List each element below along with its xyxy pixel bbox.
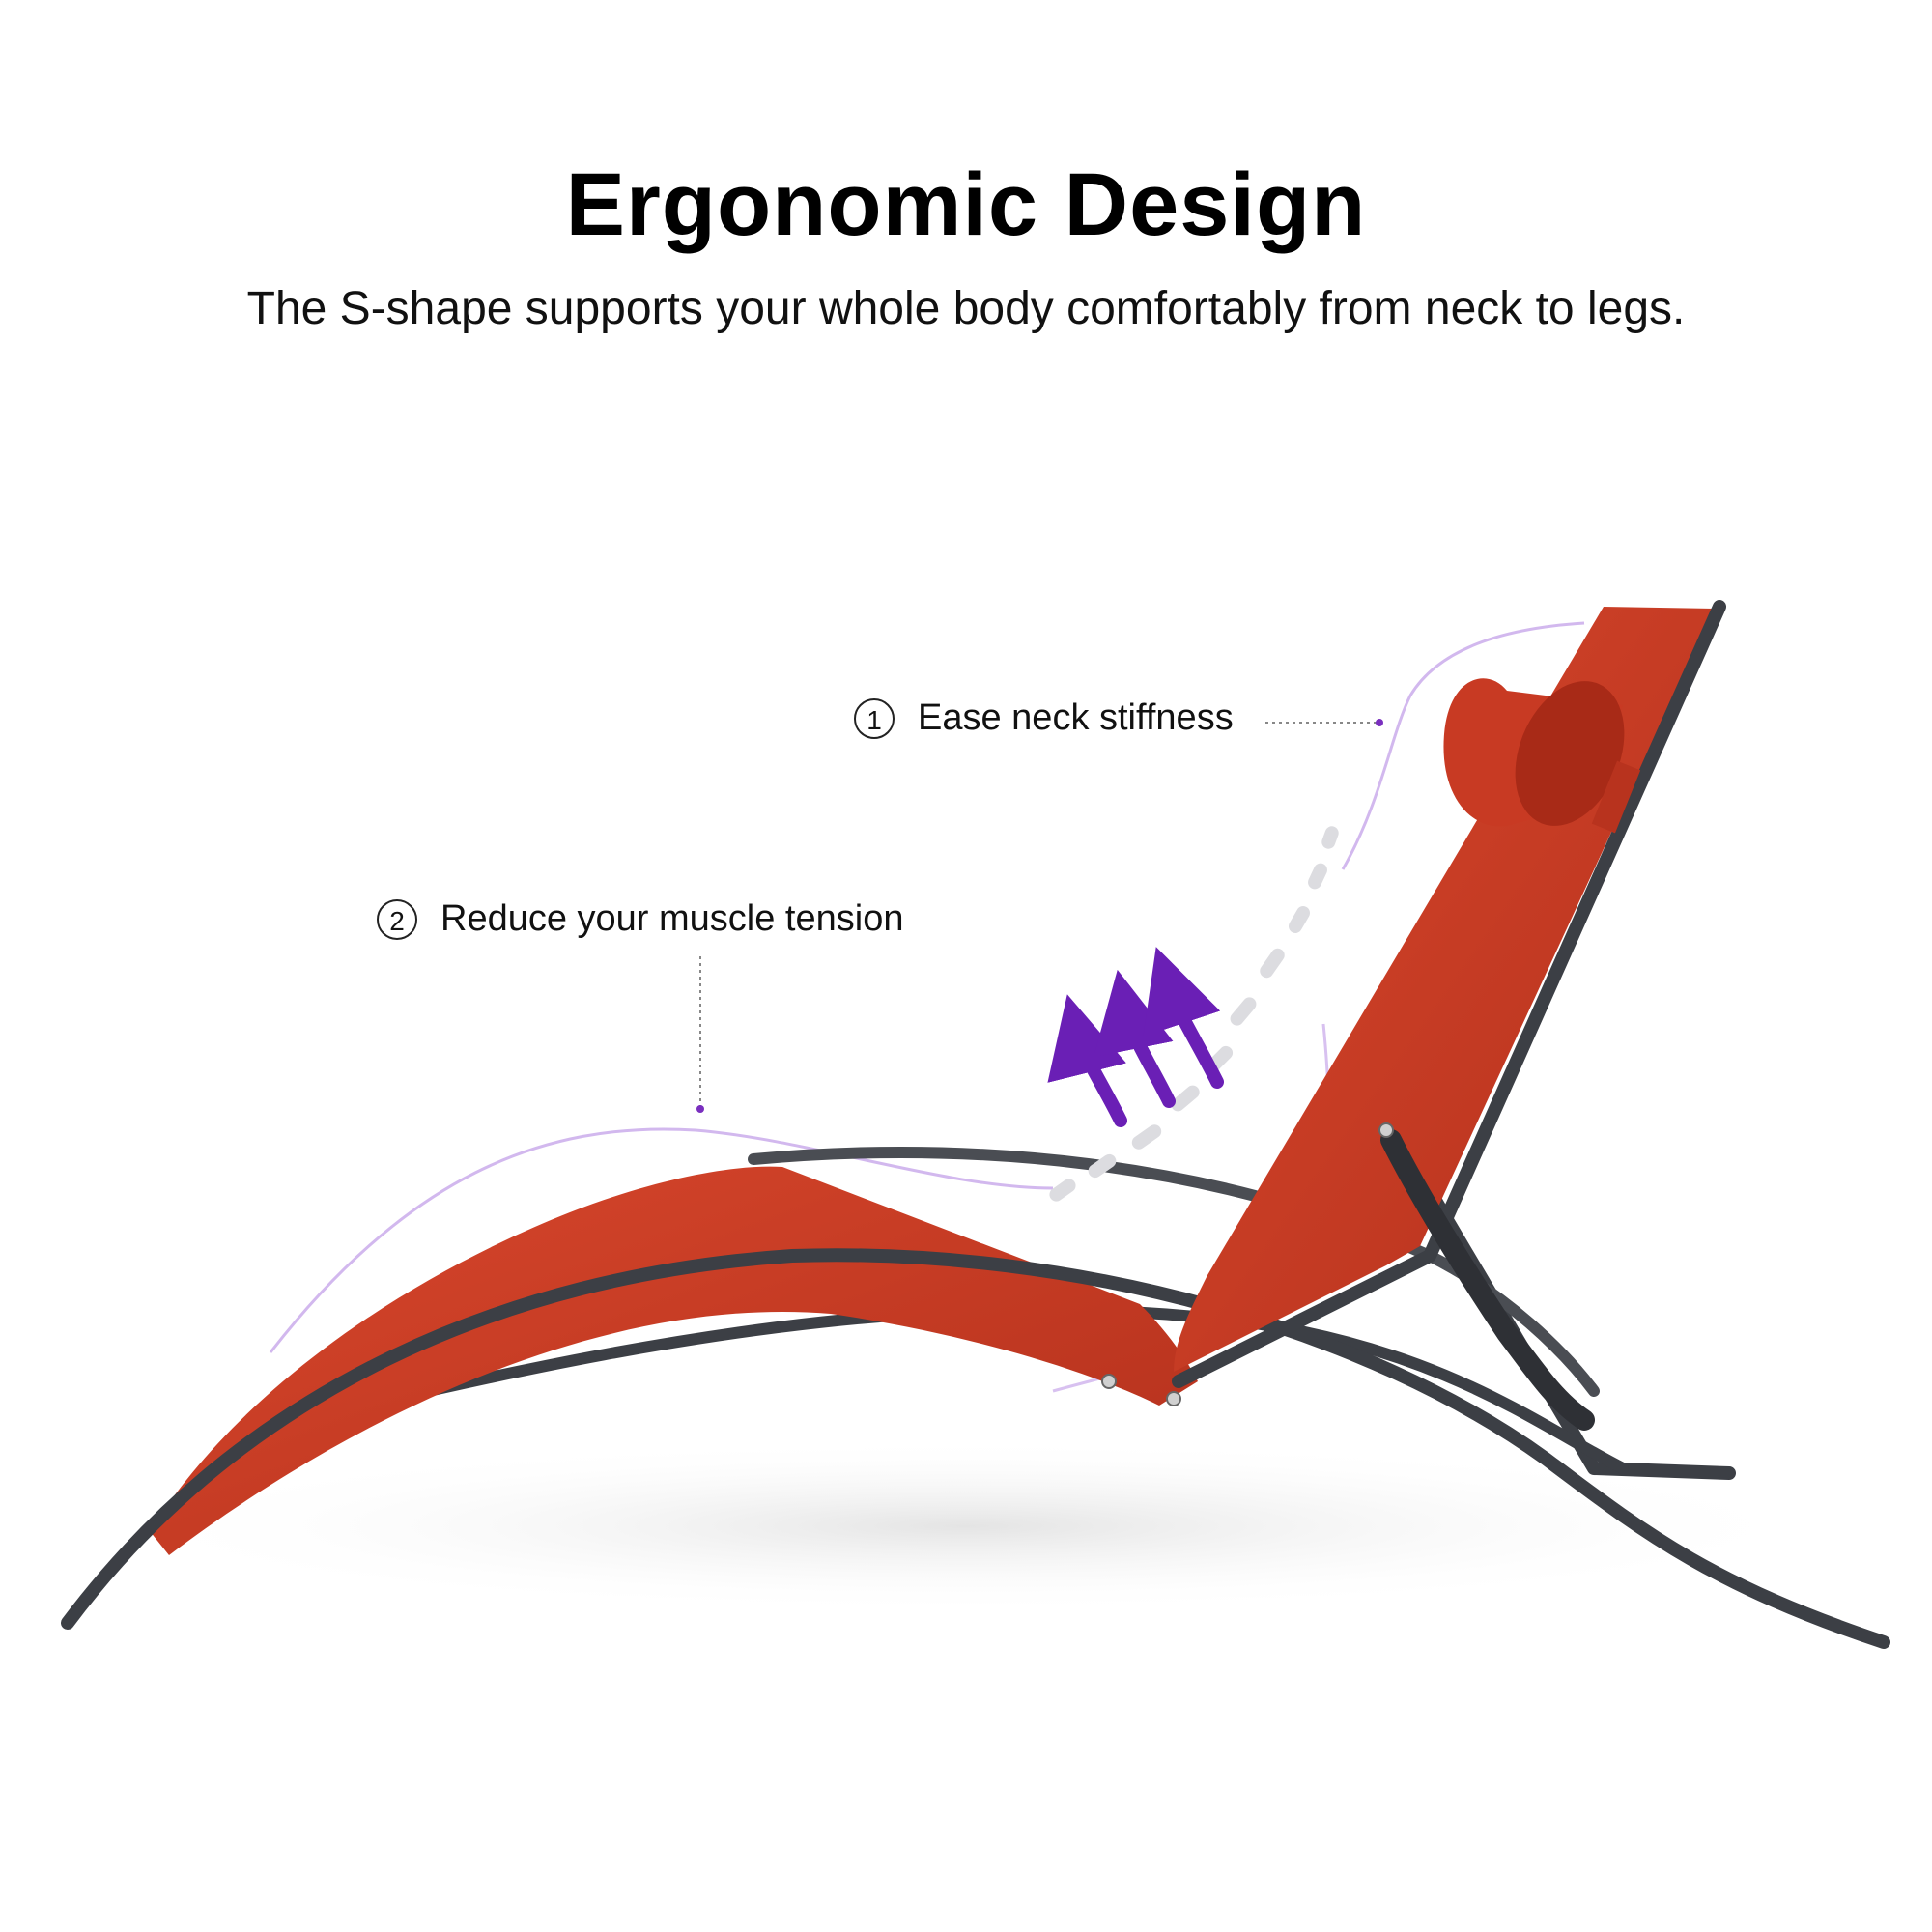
- frame-bolt: [1378, 1122, 1394, 1138]
- page-title: Ergonomic Design: [565, 156, 1367, 254]
- headrest-pillow: [1443, 678, 1641, 834]
- s-curve-glow-neck: [1341, 621, 1585, 870]
- callout-2-dot: [696, 1105, 704, 1113]
- callout-number-badge: 1: [854, 697, 895, 739]
- callout-label: Reduce your muscle tension: [440, 898, 904, 939]
- main-arc-frame: [61, 1248, 1890, 1649]
- upward-arrow-icons: [1047, 947, 1224, 1127]
- callout-muscle-tension: 2 Reduce your muscle tension: [377, 898, 903, 940]
- frame-bolt: [1166, 1391, 1181, 1406]
- page-subtitle: The S-shape supports your whole body com…: [246, 283, 1686, 334]
- ground-shadow: [97, 1439, 1835, 1613]
- callout-1-dot: [1376, 719, 1383, 726]
- s-curve-glow-legs: [269, 1127, 1054, 1353]
- frame-bolt: [1101, 1374, 1117, 1389]
- callout-number-badge: 2: [377, 898, 417, 940]
- callout-ease-neck: 1 Ease neck stiffness: [854, 697, 1234, 739]
- backrest-frame: [1172, 600, 1726, 1388]
- adjuster-bracket: [1380, 1129, 1595, 1431]
- callout-label: Ease neck stiffness: [918, 697, 1234, 738]
